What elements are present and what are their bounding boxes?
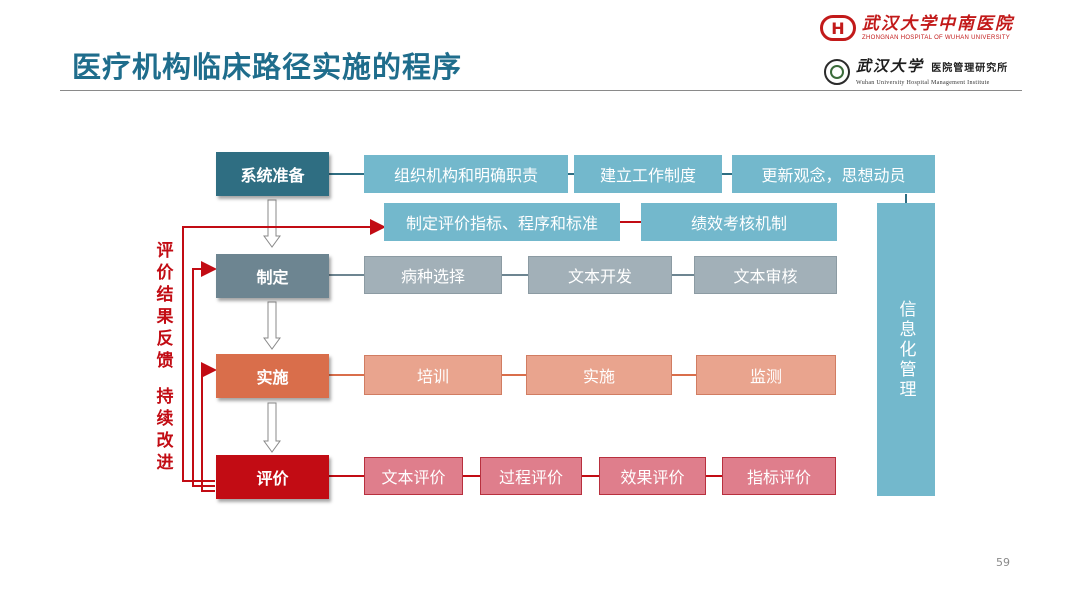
institute-name-main: 武汉大学 (856, 57, 925, 75)
feedback-loop-outer (182, 219, 386, 482)
page-title: 医疗机构临床路径实施的程序 (72, 50, 463, 84)
feedback-label-top: 评价结果反馈 (156, 241, 174, 371)
feedback-loop-formulate (192, 261, 217, 487)
implement-item-training: 培训 (364, 355, 502, 395)
formulate-item-development: 文本开发 (528, 256, 672, 294)
formulate-item-disease: 病种选择 (364, 256, 502, 294)
step-formulate: 制定 (216, 254, 329, 298)
step-prep: 系统准备 (216, 152, 329, 196)
prep-item-system: 建立工作制度 (574, 155, 722, 193)
title-divider (60, 90, 1022, 91)
hospital-name-cn: 武汉大学中南医院 (862, 14, 1014, 34)
university-seal-icon (824, 58, 850, 85)
implement-item-monitoring: 监测 (696, 355, 836, 395)
implement-item-execution: 实施 (526, 355, 672, 395)
prep-item-mobilization: 更新观念，思想动员 (732, 155, 935, 193)
info-management-bar: 信息化管理 (877, 203, 935, 496)
evaluate-item-indicator: 指标评价 (722, 457, 836, 495)
institute-name-sub: 医院管理研究所 (931, 63, 1009, 74)
page-number: 59 (996, 556, 1010, 569)
evaluate-item-process: 过程评价 (480, 457, 582, 495)
evaluate-item-effect: 效果评价 (599, 457, 706, 495)
feedback-label-bottom: 持续改进 (156, 387, 174, 473)
down-arrow-icon (263, 199, 281, 453)
evaluate-item-text: 文本评价 (364, 457, 463, 495)
step-evaluate: 评价 (216, 455, 329, 499)
standard-item-performance: 绩效考核机制 (641, 203, 837, 241)
feedback-label: 评价结果反馈 持续改进 (155, 240, 175, 474)
hospital-name-en: ZHONGNAN HOSPITAL OF WUHAN UNIVERSITY (862, 35, 1011, 41)
standard-item-criteria: 制定评价指标、程序和标准 (384, 203, 620, 241)
institute-name-cn: 武汉大学 医院管理研究所 (856, 56, 1008, 79)
hospital-logo: H 武汉大学中南医院 ZHONGNAN HOSPITAL OF WUHAN UN… (820, 14, 1014, 42)
institute-name-en: Wuhan University Hospital Management Ins… (856, 80, 990, 86)
step-implement: 实施 (216, 354, 329, 398)
hospital-mark-icon: H (820, 15, 856, 41)
institute-logo: 武汉大学 医院管理研究所 Wuhan University Hospital M… (824, 56, 1008, 87)
formulate-item-review: 文本审核 (694, 256, 837, 294)
feedback-loop-implement (201, 362, 217, 492)
prep-item-organization: 组织机构和明确职责 (364, 155, 568, 193)
